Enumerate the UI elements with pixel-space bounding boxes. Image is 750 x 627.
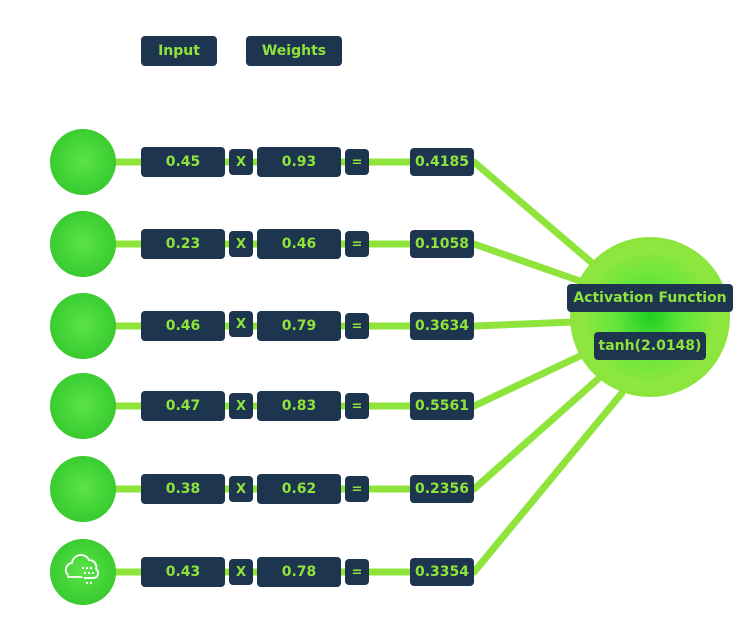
input-node-4	[50, 373, 116, 439]
row4-to-activation	[470, 352, 584, 410]
row4-input-value: 0.47	[141, 391, 225, 421]
row2-product-value: 0.1058	[410, 230, 474, 258]
row4-multiply-sign: X	[229, 393, 253, 419]
weights-header: Weights	[246, 36, 342, 66]
row6-multiply-sign: X	[229, 559, 253, 585]
row1-equals-sign: =	[345, 149, 369, 175]
row6-product-value: 0.3354	[410, 558, 474, 586]
row1-input-value: 0.45	[141, 147, 225, 177]
input-node-2	[50, 211, 116, 277]
row1-to-activation	[470, 158, 602, 272]
row3-input-value: 0.46	[141, 311, 225, 341]
row4-weight-value: 0.83	[257, 391, 341, 421]
input-node-5	[50, 456, 116, 522]
cloud-data-icon	[64, 554, 99, 584]
row5-to-activation	[470, 375, 602, 493]
row2-multiply-sign: X	[229, 231, 253, 257]
row5-multiply-sign: X	[229, 476, 253, 502]
row5-weight-value: 0.62	[257, 474, 341, 504]
row1-product-value: 0.4185	[410, 148, 474, 176]
row4-equals-sign: =	[345, 393, 369, 419]
row6-weight-value: 0.78	[257, 557, 341, 587]
row5-equals-sign: =	[345, 476, 369, 502]
row2-to-activation	[470, 240, 584, 285]
input-node-3	[50, 293, 116, 359]
row2-weight-value: 0.46	[257, 229, 341, 259]
row4-product-value: 0.5561	[410, 392, 474, 420]
row3-weight-value: 0.79	[257, 311, 341, 341]
row1-multiply-sign: X	[229, 149, 253, 175]
activation-function-label: Activation Function	[567, 284, 733, 312]
row2-equals-sign: =	[345, 231, 369, 257]
row6-equals-sign: =	[345, 559, 369, 585]
input-node-1	[50, 129, 116, 195]
row6-input-value: 0.43	[141, 557, 225, 587]
input-header: Input	[141, 36, 217, 66]
row1-weight-value: 0.93	[257, 147, 341, 177]
activation-function-value: tanh(2.0148)	[594, 332, 706, 360]
row3-multiply-sign: X	[229, 311, 253, 337]
row3-equals-sign: =	[345, 313, 369, 339]
row5-input-value: 0.38	[141, 474, 225, 504]
row5-product-value: 0.2356	[410, 475, 474, 503]
input-node-6	[50, 539, 116, 605]
row3-to-activation	[470, 318, 578, 330]
row3-product-value: 0.3634	[410, 312, 474, 340]
row2-input-value: 0.23	[141, 229, 225, 259]
activation-node	[570, 237, 730, 397]
row6-to-activation	[470, 389, 626, 576]
